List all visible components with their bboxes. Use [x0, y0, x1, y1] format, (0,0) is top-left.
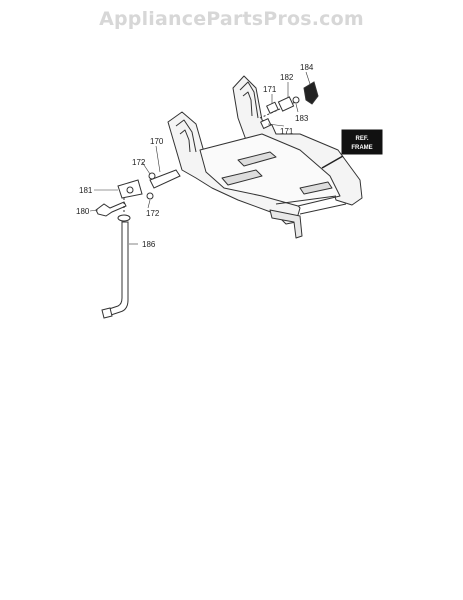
label-182: 182 — [280, 73, 294, 82]
rod-guide — [117, 214, 131, 222]
leader-lines — [89, 71, 311, 245]
ref-frame-callout: REF. FRAME — [321, 129, 383, 169]
bushing-171-upper — [266, 101, 279, 114]
pivot-hardware — [259, 81, 319, 130]
label-181: 181 — [79, 186, 93, 195]
frame-assembly — [167, 75, 363, 239]
label-172-bottom: 172 — [146, 209, 160, 218]
label-171-top: 171 — [263, 85, 277, 94]
label-172-top: 172 — [132, 158, 146, 167]
knob-184 — [303, 81, 319, 105]
front-bracket — [269, 209, 303, 239]
watermark: AppliancePartsPros.com — [99, 8, 364, 30]
base-slot-upper — [237, 151, 277, 167]
label-186: 186 — [142, 240, 156, 249]
ref-frame-line1: REF. — [355, 136, 368, 142]
label-180: 180 — [76, 207, 90, 216]
label-183: 183 — [295, 114, 309, 123]
spacer-182 — [277, 96, 295, 112]
ref-frame-line2: FRAME — [351, 145, 372, 151]
rod-186 — [101, 221, 129, 319]
link-170 — [149, 169, 181, 189]
linkage-hardware — [95, 169, 181, 222]
bolt-180 — [95, 201, 127, 217]
label-170: 170 — [150, 137, 164, 146]
nut-172-lower — [146, 192, 154, 200]
base-slot-right — [299, 181, 333, 195]
base-slot-lower — [221, 169, 263, 186]
label-171-mid: 171 — [280, 127, 294, 136]
label-184: 184 — [300, 63, 314, 72]
part-labels: 184 182 171 183 171 170 172 181 180 172 … — [76, 63, 314, 249]
bushing-171-lower — [260, 118, 272, 130]
nut-172-upper — [148, 172, 156, 180]
washer-183 — [292, 96, 300, 104]
